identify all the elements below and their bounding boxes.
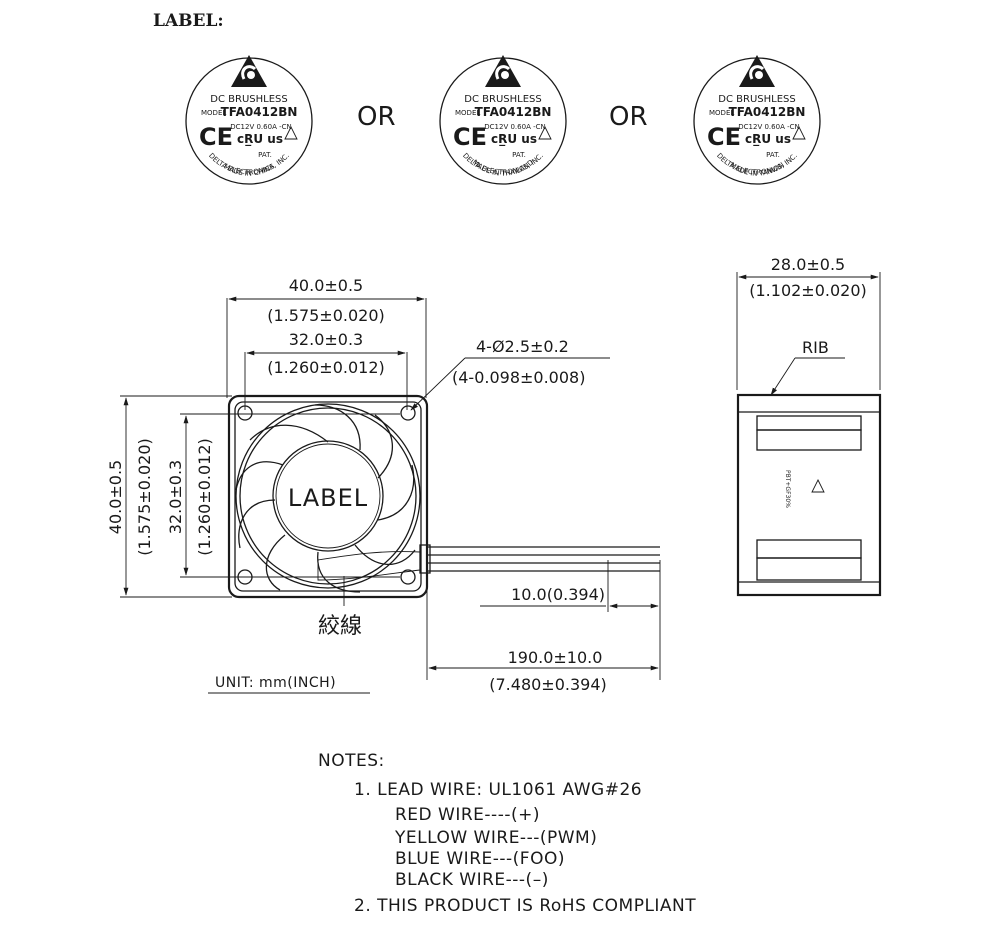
- hub-label-text: LABEL: [288, 484, 368, 512]
- label-product-line: DC BRUSHLESS: [718, 94, 795, 105]
- lead-wires: [419, 544, 660, 574]
- note-lead-wire: 1. LEAD WIRE: UL1061 AWG#26: [354, 780, 642, 800]
- mounting-hole-top-right: [400, 405, 416, 421]
- ul-mark-icon: cR̲U us: [491, 132, 537, 147]
- rib-label: RIB: [802, 338, 829, 357]
- label-variant-taiwan: DC BRUSHLESS MODEL TFA0412BN DC12V 0.60A…: [693, 53, 821, 185]
- ce-mark-icon: CE: [199, 123, 233, 151]
- label-rating: DC12V 0.60A -CN: [484, 123, 545, 131]
- notes-heading: NOTES:: [318, 751, 385, 771]
- mounting-hole-bottom-right: [400, 569, 416, 585]
- label-model-prefix: MODEL: [709, 109, 734, 117]
- or-separator-2: OR: [609, 102, 648, 132]
- label-rating: DC12V 0.60A -CN: [230, 123, 291, 131]
- hole-pitch-mm-label: 32.0±0.3: [289, 330, 363, 349]
- hole-size-mm-label: 4-Ø2.5±0.2: [476, 337, 569, 356]
- label-model-number: TFA0412BN: [221, 105, 298, 119]
- hole-size-inch-label: (4-0.098±0.008): [452, 368, 585, 387]
- fan-venturi: [235, 403, 421, 589]
- label-origin: MADE IN THAILAND: [471, 158, 535, 177]
- label-origin: MADE IN CHINA: [222, 162, 276, 178]
- warning-triangle-icon: [792, 125, 806, 140]
- twisted-wire-label: 絞線: [318, 614, 362, 639]
- label-variant-china: DC BRUSHLESS MODEL TFA0412BN DC12V 0.60A…: [185, 53, 313, 185]
- hole-callout-leader: [410, 357, 466, 411]
- label-product-line: DC BRUSHLESS: [464, 94, 541, 105]
- width-inch-label: (1.575±0.020): [267, 306, 385, 325]
- depth-mm-label: 28.0±0.5: [771, 255, 845, 274]
- hole-pitch-inch-label: (1.260±0.012): [267, 358, 385, 377]
- side-view: 28.0±0.5 (1.102±0.020) PBT+GF30% RIB: [736, 255, 882, 597]
- mounting-hole-top-left: [237, 405, 253, 421]
- vhole-pitch-inch-label: (1.260±0.012): [195, 438, 214, 556]
- front-view: 40.0±0.5 (1.575±0.020) 32.0±0.3 (1.260±0…: [106, 276, 661, 694]
- label-patent: PAT.: [766, 151, 780, 159]
- note-blue-wire: BLUE WIRE---(FOO): [395, 849, 565, 869]
- label-rating: DC12V 0.60A -CN: [738, 123, 799, 131]
- note-red-wire: RED WIRE----(+): [395, 805, 540, 825]
- warning-triangle-icon: [284, 125, 298, 140]
- warning-triangle-icon: [538, 125, 552, 140]
- note-rohs: 2. THIS PRODUCT IS RoHS COMPLIANT: [354, 896, 696, 916]
- ul-mark-icon: cR̲U us: [745, 132, 791, 147]
- note-yellow-wire: YELLOW WIRE---(PWM): [394, 828, 597, 848]
- lead-length-inch-label: (7.480±0.394): [489, 675, 607, 694]
- label-product-line: DC BRUSHLESS: [210, 94, 287, 105]
- label-model-prefix: MODEL: [455, 109, 480, 117]
- ce-mark-icon: CE: [453, 123, 487, 151]
- label-patent: PAT.: [512, 151, 526, 159]
- rib-leader: [770, 357, 796, 396]
- recycle-icon: [811, 478, 825, 493]
- mounting-hole-bottom-left: [237, 569, 253, 585]
- unit-label: UNIT: mm(INCH): [215, 675, 336, 691]
- fan-hub: [272, 440, 384, 552]
- fan-blades: [235, 404, 416, 593]
- vhole-pitch-mm-label: 32.0±0.3: [166, 460, 185, 534]
- label-section-title: LABEL:: [153, 11, 224, 31]
- label-model-number: TFA0412BN: [729, 105, 806, 119]
- label-model-prefix: MODEL: [201, 109, 226, 117]
- side-molding-text: PBT+GF30%: [784, 470, 791, 508]
- label-model-number: TFA0412BN: [475, 105, 552, 119]
- note-black-wire: BLACK WIRE---(–): [395, 870, 549, 890]
- twisted-wire-bundle: [317, 551, 421, 581]
- label-patent: PAT.: [258, 151, 272, 159]
- lead-length-mm-label: 190.0±10.0: [508, 648, 603, 667]
- height-inch-label: (1.575±0.020): [135, 438, 154, 556]
- depth-inch-label: (1.102±0.020): [749, 281, 867, 300]
- notes: NOTES: 1. LEAD WIRE: UL1061 AWG#26 RED W…: [318, 751, 696, 916]
- or-separator-1: OR: [357, 102, 396, 132]
- side-body: [736, 393, 882, 597]
- strip-length-label: 10.0(0.394): [511, 585, 605, 604]
- fan-frame: [227, 394, 429, 599]
- label-variant-thailand: DC BRUSHLESS MODEL TFA0412BN DC12V 0.60A…: [439, 53, 567, 185]
- width-mm-label: 40.0±0.5: [289, 276, 363, 295]
- ul-mark-icon: cR̲U us: [237, 132, 283, 147]
- ce-mark-icon: CE: [707, 123, 741, 151]
- height-mm-label: 40.0±0.5: [106, 460, 125, 534]
